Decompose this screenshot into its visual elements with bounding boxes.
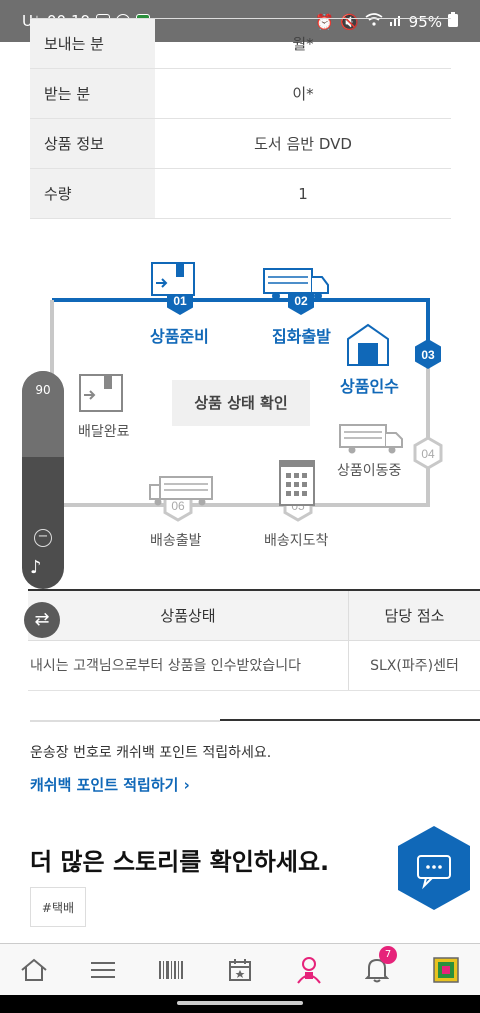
calendar-icon[interactable] (220, 950, 260, 990)
step-07-label: 배달완료 (78, 424, 130, 440)
barcode-icon[interactable] (151, 950, 191, 990)
warehouse-icon (347, 323, 389, 366)
branch-name: SLX(파주)센터 (348, 641, 480, 690)
volume-slider[interactable]: 90 − ♪ (22, 371, 64, 589)
building-icon (279, 460, 315, 506)
status-table-header: 상품상태 담당 점소 (28, 591, 480, 641)
delivery-truck-icon (149, 476, 213, 506)
app-icon[interactable] (426, 950, 466, 990)
story-title: 더 많은 스토리를 확인하세요. (30, 848, 330, 876)
story-tag[interactable]: #택배 (30, 887, 86, 927)
battery-icon (448, 12, 458, 31)
row-value: 도서 음반 DVD (254, 135, 352, 153)
step-02-num: 02 (294, 294, 308, 308)
music-note-icon[interactable]: ♪ (30, 557, 42, 578)
step-03-num: 03 (421, 348, 435, 362)
row-value: 월* (292, 35, 314, 53)
truck-icon (263, 268, 329, 300)
delivery-flow-diagram: 01 02 03 04 05 06 (0, 255, 480, 575)
user-icon[interactable] (289, 950, 329, 990)
header-status: 상품상태 (160, 607, 216, 625)
row-label: 수량 (30, 169, 155, 218)
scroll-indicator-thumb (220, 719, 480, 721)
swap-arrows-icon[interactable]: ⇄ (24, 602, 60, 638)
status-check-box: 상품 상태 확인 (172, 380, 310, 426)
row-value: 이* (292, 85, 314, 103)
step-05-label: 배송지도착 (264, 533, 329, 549)
status-message: 내시는 고객님으로부터 상품을 인수받았습니다 (30, 658, 301, 674)
volume-level: 90 (22, 371, 64, 457)
step-02-label: 집화출발 (272, 327, 331, 346)
step-04-num: 04 (421, 447, 435, 461)
alarm-icon: ⏰ (315, 12, 334, 31)
menu-icon[interactable] (83, 950, 123, 990)
shipment-info-table: 보내는 분 월* 받는 분 이* 상품 정보 도서 음반 DVD 수량 1 (30, 18, 451, 219)
row-label: 보내는 분 (30, 19, 155, 68)
box-icon (151, 262, 195, 296)
volume-minus-icon[interactable]: − (34, 529, 52, 547)
cashback-link[interactable]: 캐쉬백 포인트 적립하기 › (30, 776, 190, 794)
step-06-num: 06 (171, 499, 185, 513)
row-label: 상품 정보 (30, 119, 155, 168)
step-03-badge: 03 (415, 339, 441, 369)
bell-icon[interactable]: 7 (357, 945, 398, 990)
step-01-label: 상품준비 (150, 327, 209, 346)
battery-label: 95% (408, 12, 442, 31)
row-value: 1 (298, 185, 308, 203)
table-row: 받는 분 이* (30, 69, 451, 119)
moving-truck-icon (339, 424, 403, 454)
delivered-box-icon (79, 374, 123, 412)
table-row: 상품 정보 도서 음반 DVD (30, 119, 451, 169)
mute-icon: 🔇 (339, 12, 359, 31)
home-icon[interactable] (14, 950, 54, 990)
status-table-row: 내시는 고객님으로부터 상품을 인수받았습니다 SLX(파주)센터 (28, 641, 480, 691)
notification-badge: 7 (379, 945, 398, 964)
table-row: 보내는 분 월* (30, 19, 451, 69)
chat-button[interactable] (398, 826, 470, 914)
step-06-label: 배송출발 (150, 533, 202, 549)
step-04-badge: 04 (413, 436, 443, 470)
step-04-label: 상품이동중 (337, 463, 402, 479)
cashback-note: 운송장 번호로 캐쉬백 포인트 적립하세요. (30, 745, 272, 761)
section-divider (28, 589, 480, 591)
chat-icon (398, 826, 470, 910)
bottom-nav: 7 (0, 943, 480, 995)
header-branch: 담당 점소 (348, 591, 480, 640)
row-label: 받는 분 (30, 69, 155, 118)
scroll-indicator-track (30, 720, 220, 722)
step-03-label: 상품인수 (340, 377, 399, 396)
gesture-bar (0, 995, 480, 1013)
table-row: 수량 1 (30, 169, 451, 219)
step-01-num: 01 (173, 294, 187, 308)
signal-icon (389, 13, 403, 31)
home-indicator[interactable] (177, 1001, 303, 1005)
